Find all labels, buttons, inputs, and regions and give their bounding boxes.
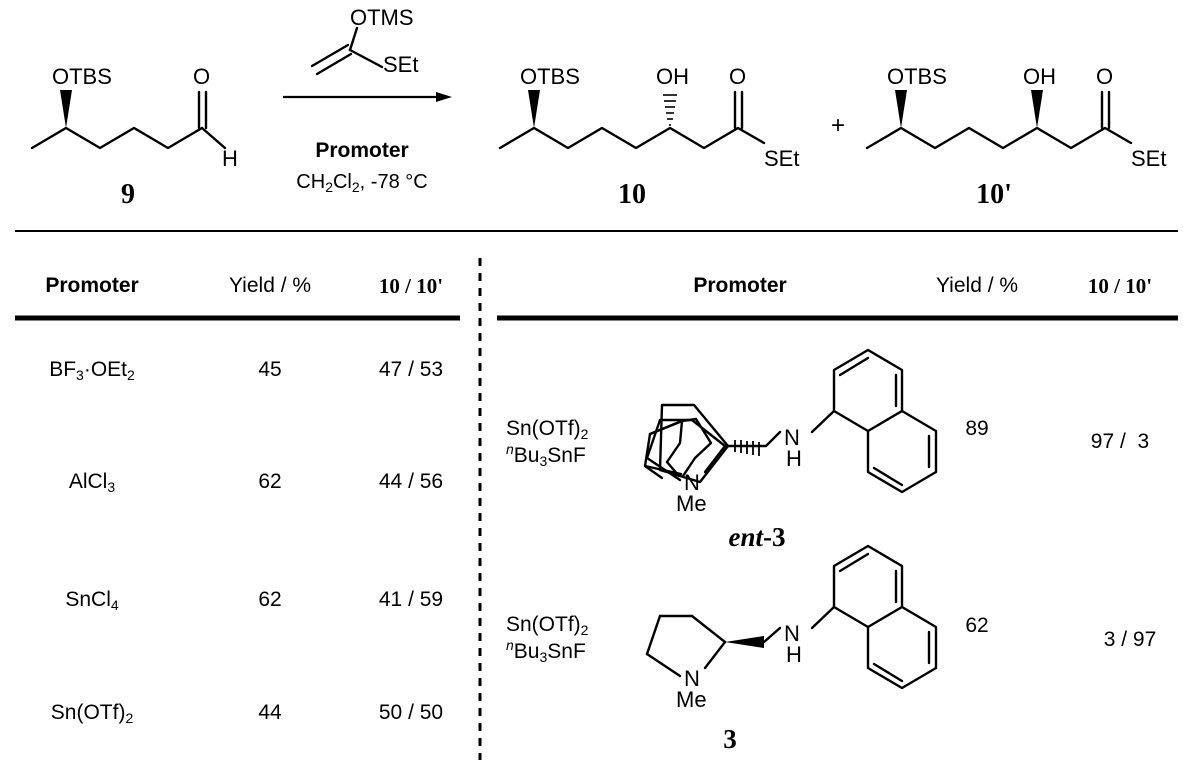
hashed-bond xyxy=(734,440,760,456)
ligand-ent-3-ring-n: N xyxy=(684,470,700,495)
right-row-1-ratio: 97 / 3 xyxy=(1090,430,1150,453)
right-row-2-yield: 62 xyxy=(965,614,989,637)
left-row-1-promoter: BF3·OEt2 xyxy=(49,358,135,383)
left-row-1-ratio: 47 / 53 xyxy=(378,358,444,381)
conditions-solvent: CH2Cl2, -78 °C xyxy=(296,171,428,195)
product-10-otbs: OTBS xyxy=(520,64,580,89)
right-row-2-salt: Sn(OTf)2 xyxy=(506,613,589,638)
left-row-4-promoter: Sn(OTf)2 xyxy=(50,701,134,726)
left-header-yield: Yield / % xyxy=(228,274,312,297)
ligand-3-nh-n: N xyxy=(784,621,800,646)
conditions-promoter: Promoter xyxy=(315,139,409,162)
left-header-ratio: 10 / 10' xyxy=(378,274,444,298)
ligand-label-ent-3: ent-3 xyxy=(728,522,786,552)
reagent-otms: OTMS xyxy=(350,5,414,30)
product-10p-carbonyl-o: O xyxy=(1096,64,1113,89)
ligand-3-ring-n: N xyxy=(684,666,700,691)
right-header-promoter: Promoter xyxy=(693,274,787,297)
ligand-3-structure xyxy=(645,544,938,690)
left-row-4-yield: 44 xyxy=(258,701,282,724)
product-10-prime-structure: OTBS OH O SEt xyxy=(865,64,1166,171)
product-10-oh: OH xyxy=(656,64,689,89)
left-row-3-yield: 62 xyxy=(258,588,282,611)
ligand-ent-3-ring xyxy=(645,403,730,484)
right-row-2-ratio: 3 / 97 xyxy=(1103,628,1157,651)
substrate-otbs: OTBS xyxy=(52,64,112,89)
ligand-ent-3-nh-n: N xyxy=(784,425,800,450)
product-10-set: SEt xyxy=(764,146,799,171)
left-row-2-ratio: 44 / 56 xyxy=(378,470,444,493)
left-row-1-yield: 45 xyxy=(258,358,282,381)
reaction-arrow xyxy=(283,92,452,102)
hashed-bond xyxy=(663,94,677,126)
substrate-9-structure: OTBS O H xyxy=(30,64,238,171)
wedge-bond xyxy=(60,90,72,128)
right-row-1-fluoride: nBu3SnF xyxy=(506,441,586,469)
right-row-1-yield: 89 xyxy=(965,417,989,440)
left-row-3-promoter: SnCl4 xyxy=(65,588,119,613)
right-header-yield: Yield / % xyxy=(935,274,1019,297)
compound-label-9: 9 xyxy=(121,179,135,210)
reagent-set: SEt xyxy=(383,52,418,77)
ligand-ent-3-me: Me xyxy=(676,491,707,516)
ligand-label-3: 3 xyxy=(723,724,737,754)
right-row-2-fluoride: nBu3SnF xyxy=(506,637,586,665)
compound-label-10: 10 xyxy=(618,179,646,210)
compound-label-10-prime: 10' xyxy=(976,179,1012,210)
ligand-ent-3-nh-h: H xyxy=(786,446,802,471)
product-10p-otbs: OTBS xyxy=(887,64,947,89)
left-row-2-promoter: AlCl3 xyxy=(68,470,116,495)
product-10-structure: OTBS OH O SEt xyxy=(498,64,799,171)
product-10-carbonyl-o: O xyxy=(729,64,746,89)
substrate-carbonyl-o: O xyxy=(193,64,210,89)
left-header-promoter: Promoter xyxy=(45,274,139,297)
left-row-2-yield: 62 xyxy=(258,470,282,493)
right-row-1-salt: Sn(OTf)2 xyxy=(506,417,589,442)
plus-sign: + xyxy=(831,112,845,139)
product-10p-set: SEt xyxy=(1131,146,1166,171)
reagent-structure: OTMS SEt xyxy=(310,5,418,77)
left-row-4-ratio: 50 / 50 xyxy=(378,701,444,724)
product-10p-oh: OH xyxy=(1023,64,1056,89)
ligand-3-me: Me xyxy=(676,687,707,712)
left-row-3-ratio: 41 / 59 xyxy=(378,588,444,611)
ligand-3-nh-h: H xyxy=(786,642,802,667)
right-header-ratio: 10 / 10' xyxy=(1087,274,1153,298)
substrate-aldehyde-h: H xyxy=(222,146,238,171)
